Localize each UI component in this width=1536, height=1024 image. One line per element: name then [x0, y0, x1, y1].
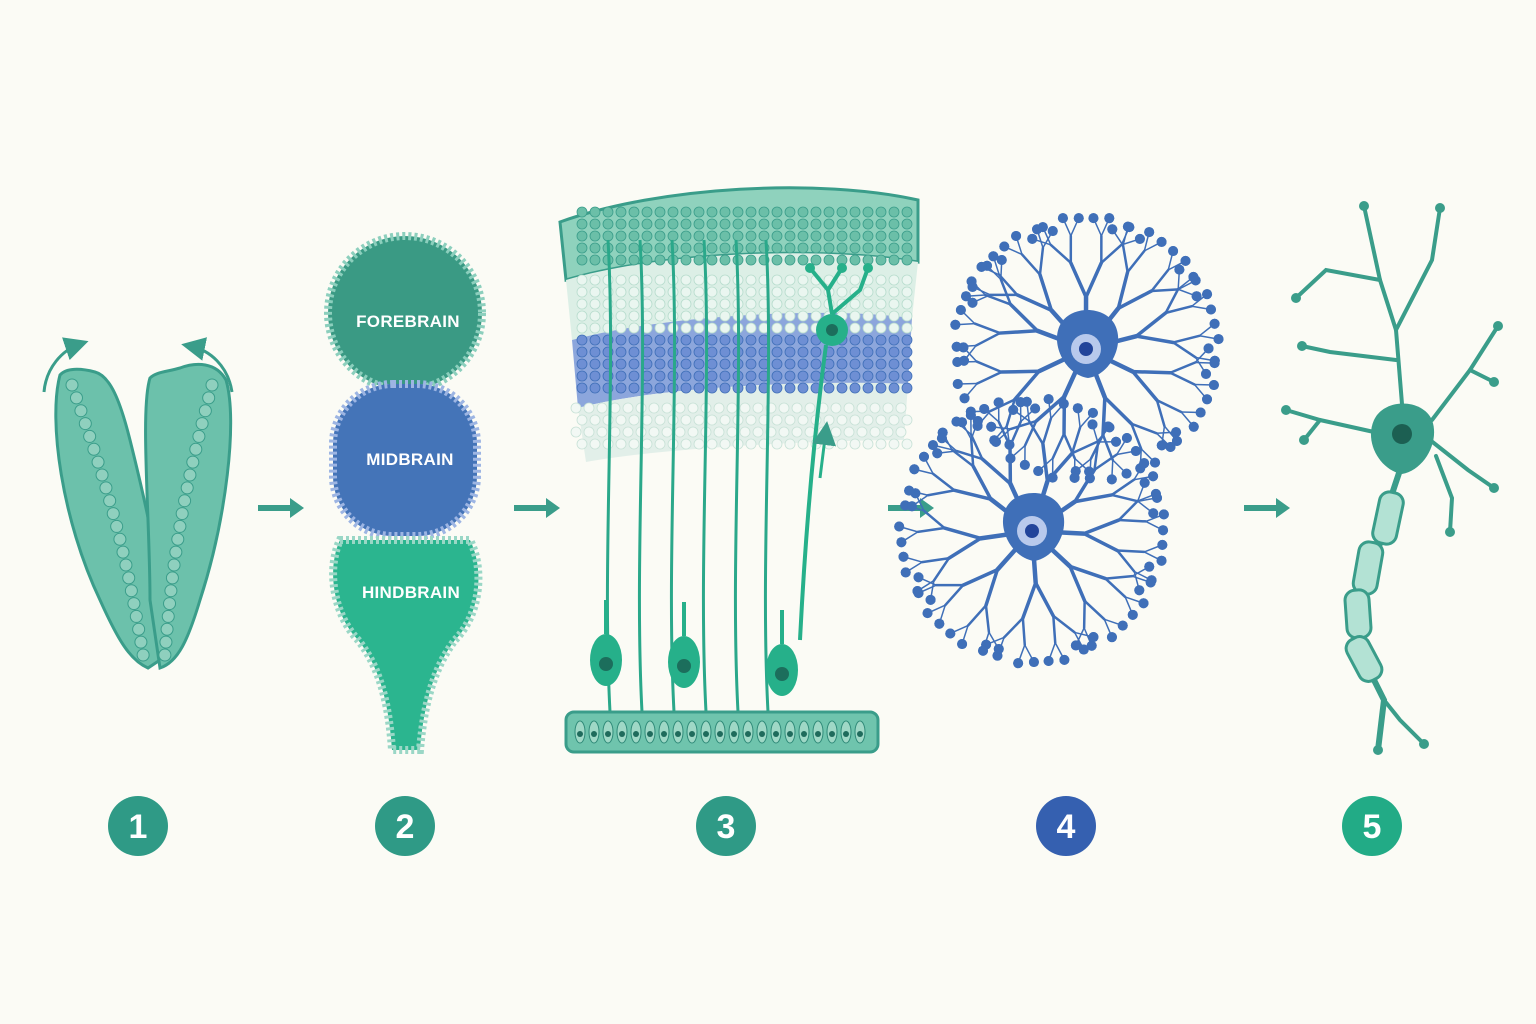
mature-dendrites	[1281, 201, 1503, 537]
neuron-body-lower	[1002, 493, 1065, 561]
myelin-sheaths	[1343, 490, 1405, 683]
hindbrain-vesicle	[329, 536, 483, 754]
step-number-4: 4	[1057, 808, 1076, 846]
midbrain-vesicle	[329, 380, 481, 540]
stage-4-synaptogenesis	[894, 213, 1224, 669]
step-number-3: 3	[717, 808, 736, 846]
ventricular-zone-cells	[574, 720, 866, 744]
axon-terminals	[1376, 698, 1426, 751]
neural-plate-cells	[65, 378, 219, 662]
hindbrain-label: HINDBRAIN	[362, 583, 460, 602]
stage-3-neuronal-migration	[558, 186, 920, 754]
flow-arrow-2	[514, 498, 560, 518]
radial-glia-fibers	[590, 239, 798, 713]
flow-arrow-4	[1244, 498, 1290, 518]
step-badge-3: 3	[696, 796, 756, 856]
step-number-2: 2	[396, 808, 415, 846]
migration-arrow	[812, 421, 837, 479]
stage-5-myelinated-neuron	[1281, 201, 1503, 755]
step-badge-4: 4	[1036, 796, 1096, 856]
stage-2-brain-vesicles: FOREBRAIN MIDBRAIN HINDBRAIN	[324, 232, 486, 754]
migrating-neuron	[798, 263, 873, 641]
step-number-1: 1	[129, 808, 148, 846]
stage-1-neural-plate	[42, 337, 234, 670]
step-badge-2: 2	[375, 796, 435, 856]
step-badge-1: 1	[108, 796, 168, 856]
fold-arrow-right	[181, 337, 234, 393]
neuron-nucleus	[1392, 424, 1412, 444]
flow-arrow-1	[258, 498, 304, 518]
step-badge-5: 5	[1342, 796, 1402, 856]
midbrain-label: MIDBRAIN	[366, 450, 453, 469]
forebrain-label: FOREBRAIN	[356, 312, 460, 331]
step-number-5: 5	[1363, 808, 1382, 846]
fold-arrow-left	[42, 337, 89, 393]
dendrite-branches	[894, 213, 1224, 669]
neuron-body-upper	[1056, 310, 1119, 378]
